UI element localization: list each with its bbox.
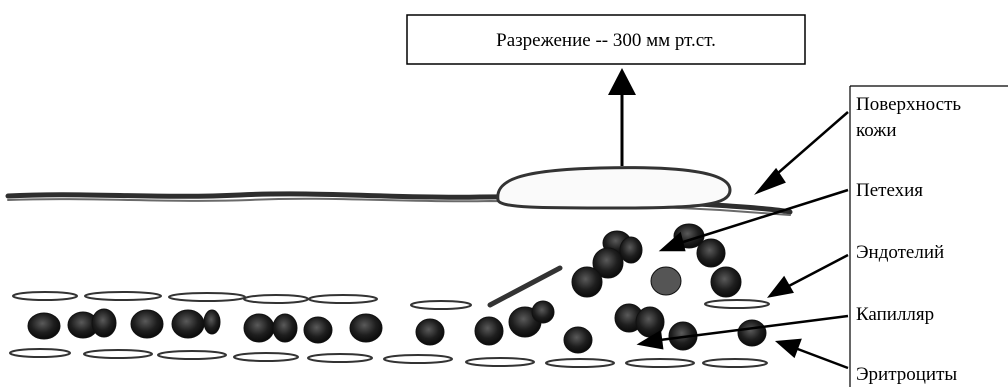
label-endothelium: Эндотелий: [856, 242, 944, 263]
label-capillary: Капилляр: [856, 304, 934, 325]
vacuum-box: Разрежение -- 300 мм рт.ст.: [407, 15, 805, 64]
suction-arrow: [608, 68, 636, 166]
label-skin-surface-line2: кожи: [856, 120, 897, 141]
vacuum-label: Разрежение -- 300 мм рт.ст.: [496, 30, 716, 51]
labels: Поверхность кожи Петехия Эндотелий Капил…: [856, 94, 961, 385]
label-petechia: Петехия: [856, 180, 923, 201]
erythrocytes-petechia: [572, 224, 741, 297]
endothelium-lower-row: [10, 349, 767, 367]
blister: [498, 168, 730, 208]
label-skin-surface-line1: Поверхность: [856, 94, 961, 115]
label-erythrocytes: Эритроциты: [856, 364, 957, 385]
